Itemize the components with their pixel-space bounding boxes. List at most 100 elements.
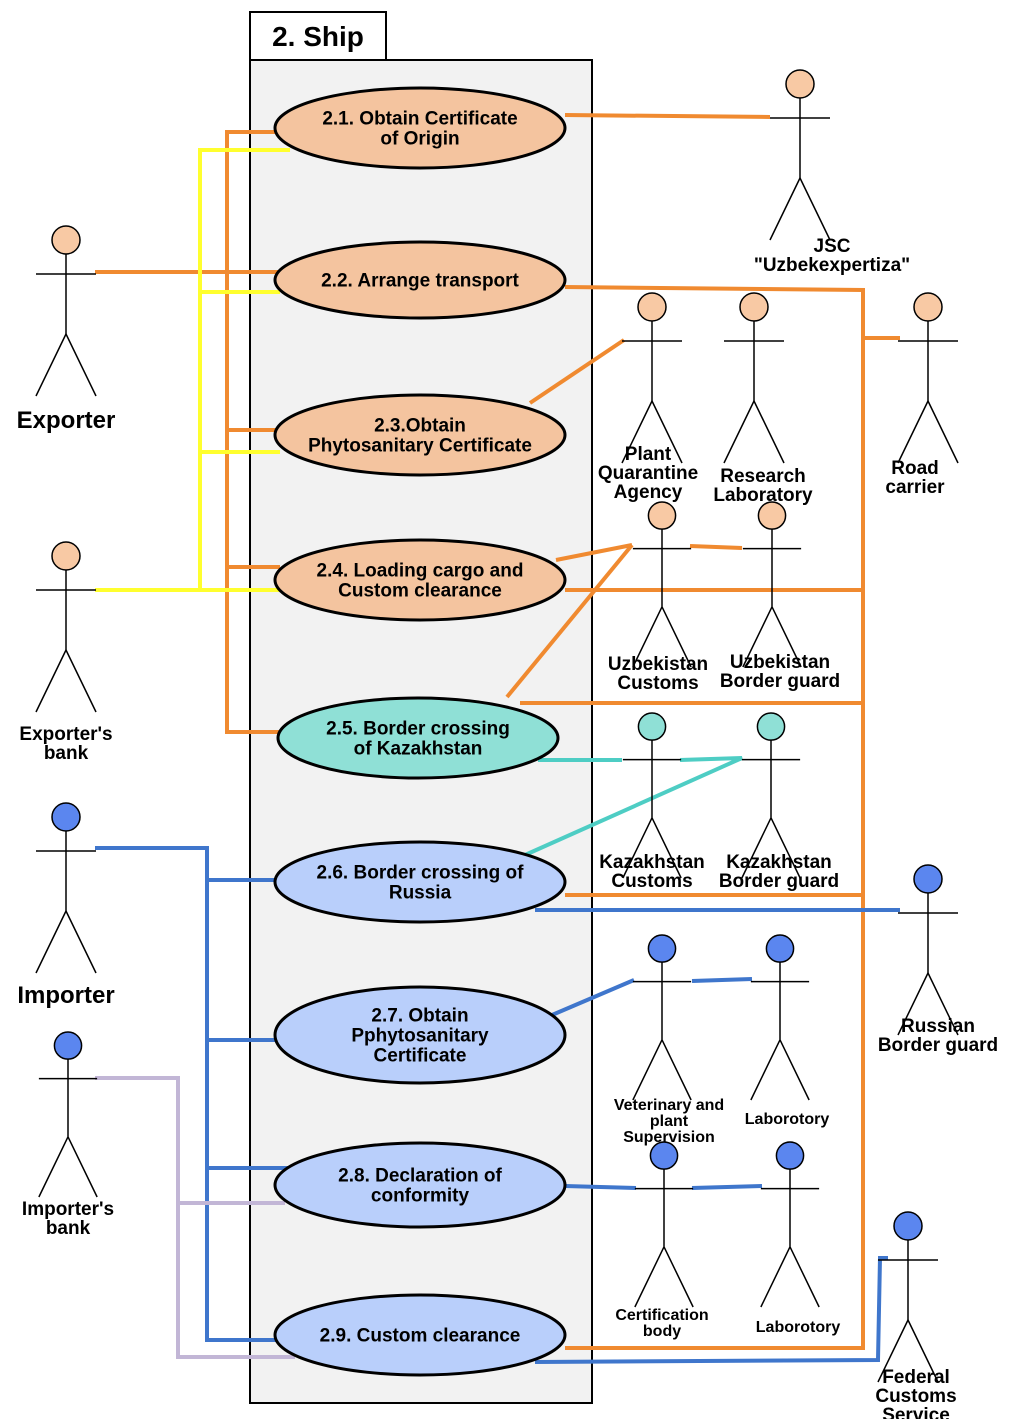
actor-label: Research xyxy=(720,466,806,487)
actor-label: Importer xyxy=(17,982,114,1009)
actor-uzbekexpertiza[interactable]: JSC"Uzbekexpertiza" xyxy=(754,69,910,276)
actor-label: Border guard xyxy=(720,671,840,692)
use-case-ellipse xyxy=(273,985,567,1085)
link-2-9-federal-customs xyxy=(534,1256,888,1364)
use-case-label: 2.2. Arrange transport xyxy=(321,271,519,292)
actor-label: Laboratory xyxy=(713,485,813,506)
actor-laborotory-1[interactable]: Laborotory xyxy=(745,934,830,1128)
actor-figure-icon xyxy=(621,292,683,464)
actor-label: Uzbekistan xyxy=(730,652,830,673)
use-case-label: 2.1. Obtain Certificate xyxy=(322,109,517,130)
link-2-5-uz-customs xyxy=(505,543,634,699)
actor-figure-icon xyxy=(877,1211,939,1383)
actor-label: Uzbekistan xyxy=(608,654,708,675)
actor-label: bank xyxy=(46,1218,91,1239)
use-case-label: Russia xyxy=(389,883,452,904)
link-2-8-cert xyxy=(564,1184,637,1190)
actor-figure-icon xyxy=(35,541,97,713)
actor-label: Exporter xyxy=(17,407,116,434)
actor-label: Service xyxy=(882,1405,950,1419)
link-uz-customs-border xyxy=(689,544,743,550)
link-2-3-plant xyxy=(528,338,626,405)
actor-label: Customs xyxy=(611,871,692,892)
actor-label: Certification xyxy=(615,1307,708,1324)
actor-label: Agency xyxy=(614,482,683,503)
actor-figure-icon xyxy=(622,712,682,879)
actor-laborotory-2[interactable]: Laborotory xyxy=(756,1141,841,1336)
actor-figure-icon xyxy=(897,864,959,1036)
use-case-label: 2.5. Border crossing xyxy=(326,719,510,740)
road-carrier-bus xyxy=(564,285,865,1350)
actors: ExporterExporter'sbankImporterImporter's… xyxy=(17,69,998,1419)
actor-figure-icon xyxy=(760,1141,820,1308)
actor-label: Importer's xyxy=(22,1199,114,1220)
actor-exporter[interactable]: Exporter xyxy=(17,225,116,434)
actor-label: Road xyxy=(891,458,939,479)
use-case-ellipse xyxy=(273,538,567,622)
actor-label: body xyxy=(643,1323,681,1340)
actor-label: Kazakhstan xyxy=(726,852,832,873)
actor-figure-icon xyxy=(35,225,97,397)
use-case-label: 2.6. Border crossing of xyxy=(317,863,525,884)
actor-label: Laborotory xyxy=(756,1319,841,1336)
actor-label: Customs xyxy=(617,673,698,694)
actor-figure-icon xyxy=(750,934,810,1101)
actor-figure-icon xyxy=(38,1031,98,1198)
system-title-tab xyxy=(249,11,387,61)
use-case-ellipse xyxy=(273,1141,567,1229)
use-case-label: of Kazakhstan xyxy=(354,739,483,760)
bank-yellow-bus xyxy=(198,148,290,590)
actor-importer[interactable]: Importer xyxy=(17,802,115,1009)
use-case-label: of Origin xyxy=(380,129,459,150)
actor-figure-icon xyxy=(769,69,831,241)
use-case-label: 2.4. Loading cargo and xyxy=(317,561,524,582)
actor-label: Supervision xyxy=(623,1129,715,1146)
actor-label: Russian xyxy=(901,1016,975,1037)
use-case-uc29[interactable]: 2.9. Custom clearance xyxy=(273,1293,567,1377)
importer-bank-bus xyxy=(95,1076,295,1359)
use-case-uc22[interactable]: 2.2. Arrange transport xyxy=(273,240,567,320)
use-case-label: Custom clearance xyxy=(338,581,502,602)
use-case-ellipse xyxy=(276,696,560,780)
use-case-ellipse xyxy=(273,240,567,320)
link-vet-lab xyxy=(691,977,753,983)
actor-label: JSC xyxy=(814,236,851,257)
system-title: 2. Ship xyxy=(272,21,364,52)
actor-label: Veterinary and xyxy=(614,1097,724,1114)
use-case-ellipse xyxy=(273,393,567,477)
actor-figure-icon xyxy=(35,802,97,974)
link-2-4-uz-customs xyxy=(555,543,633,562)
use-case-label: 2.8. Declaration of xyxy=(338,1166,502,1187)
connector-lines xyxy=(95,113,900,1364)
importer-blue-bus xyxy=(95,846,280,1342)
actor-figure-icon xyxy=(741,712,801,879)
use-case-label: 2.7. Obtain xyxy=(371,1006,468,1027)
actor-label: Border guard xyxy=(719,871,839,892)
use-case-label: Pphytosanitary xyxy=(351,1026,489,1047)
use-case-label: 2.9. Custom clearance xyxy=(320,1326,521,1347)
use-case-ellipse xyxy=(273,1293,567,1377)
actor-figure-icon xyxy=(632,501,692,668)
